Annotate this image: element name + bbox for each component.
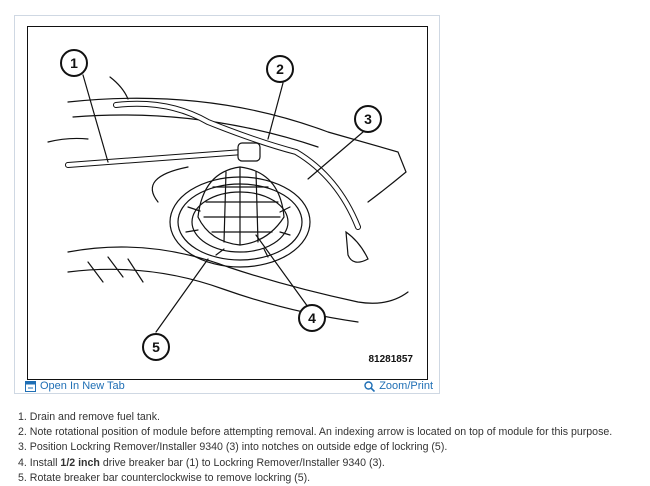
step-number: 3. bbox=[18, 441, 27, 454]
step-item: 2. Note rotational position of module be… bbox=[18, 425, 648, 440]
illustration-svg: 1 2 3 4 5 bbox=[47, 49, 409, 361]
step-item: 5. Rotate breaker bar counterclockwise t… bbox=[18, 471, 648, 486]
open-in-new-tab-label: Open In New Tab bbox=[40, 380, 125, 392]
step-text: Rotate breaker bar counterclockwise to r… bbox=[29, 471, 311, 484]
step-text-continued: drive breaker bar (1) to Lockring Remove… bbox=[99, 456, 385, 469]
callout-5: 5 bbox=[152, 339, 160, 355]
figure-id: 81281857 bbox=[368, 354, 414, 365]
callout-1: 1 bbox=[70, 55, 78, 71]
open-in-new-tab-link[interactable]: Open In New Tab bbox=[25, 380, 125, 392]
step-number: 4. bbox=[18, 456, 27, 469]
zoom-print-label: Zoom/Print bbox=[379, 380, 433, 392]
zoom-print-link[interactable]: Zoom/Print bbox=[364, 380, 433, 392]
callout-4: 4 bbox=[308, 310, 316, 326]
procedure-steps: 1. Drain and remove fuel tank. 2. Note r… bbox=[18, 410, 648, 486]
callout-2: 2 bbox=[276, 61, 284, 77]
step-item: 4. Install 1/2 inch drive breaker bar (1… bbox=[18, 456, 648, 471]
fuel-module-illustration: 1 2 3 4 5 81281857 bbox=[27, 26, 428, 380]
external-link-icon bbox=[25, 380, 36, 392]
step-text: Note rotational position of module befor… bbox=[29, 426, 613, 439]
step-text: Position Lockring Remover/Installer 9340… bbox=[29, 441, 448, 454]
step-number: 2. bbox=[18, 426, 27, 439]
figure-container: 1 2 3 4 5 81281857 Open In New Tab Zoom/… bbox=[14, 15, 440, 394]
step-text: Drain and remove fuel tank. bbox=[29, 411, 160, 423]
figure-toolbar: Open In New Tab Zoom/Print bbox=[15, 380, 439, 394]
step-emphasis: 1/2 inch bbox=[60, 456, 100, 469]
magnifier-icon bbox=[364, 380, 376, 392]
callout-3: 3 bbox=[364, 111, 372, 127]
step-number: 1. bbox=[18, 411, 27, 423]
step-number: 5. bbox=[18, 471, 27, 484]
step-text: Install bbox=[29, 456, 61, 469]
step-item: 3. Position Lockring Remover/Installer 9… bbox=[18, 440, 648, 455]
step-item: 1. Drain and remove fuel tank. bbox=[18, 410, 648, 425]
